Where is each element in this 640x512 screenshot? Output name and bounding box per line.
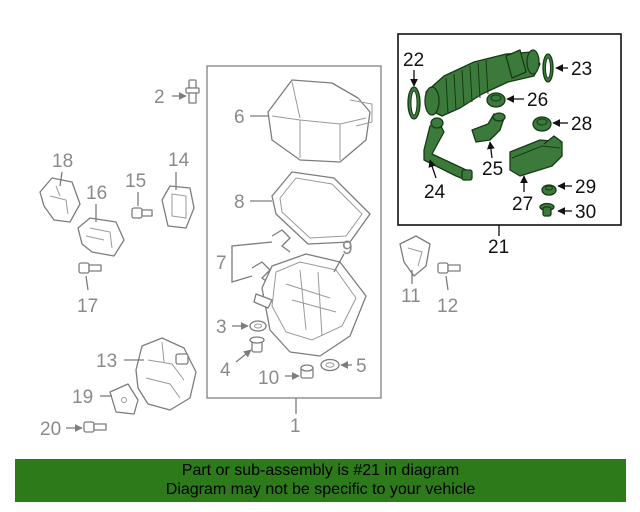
part-10-nut[interactable]: [300, 364, 314, 379]
callout-6: 6: [234, 107, 245, 128]
part-2-bolt[interactable]: [185, 79, 200, 104]
callout-21: 21: [488, 237, 509, 258]
callout-23: 23: [571, 59, 592, 80]
part-28-cap[interactable]: [532, 116, 552, 132]
part-18-bracket[interactable]: [39, 177, 81, 223]
callout-28: 28: [571, 114, 592, 135]
part-6-upper-cover[interactable]: [267, 79, 373, 163]
callout-18: 18: [52, 151, 73, 172]
part-4-bolt[interactable]: [249, 336, 265, 353]
callout-27: 27: [512, 194, 533, 215]
callout-16: 16: [86, 183, 107, 204]
part-22-clamp[interactable]: [407, 86, 421, 120]
part-14-bracket[interactable]: [161, 185, 195, 229]
callout-3: 3: [216, 317, 227, 338]
callout-24: 24: [424, 182, 446, 203]
callout-26: 26: [527, 90, 548, 111]
callout-11: 11: [401, 286, 421, 307]
banner-line-2: Diagram may not be specific to your vehi…: [165, 481, 476, 498]
intake-duct[interactable]: [424, 49, 541, 117]
part-19-bracket[interactable]: [109, 383, 139, 415]
part-3-grommet[interactable]: [249, 320, 267, 332]
part-12-bolt[interactable]: [437, 262, 461, 274]
callout-15: 15: [125, 171, 146, 192]
part-15-bolt[interactable]: [131, 207, 153, 219]
part-30-pin[interactable]: [539, 202, 555, 217]
assembly-frame-1: [206, 65, 382, 399]
part-13-resonator[interactable]: [135, 337, 197, 411]
callout-30: 30: [575, 202, 596, 223]
part-23-clamp[interactable]: [542, 53, 554, 83]
info-banner: Part or sub-assembly is #21 in diagram D…: [15, 459, 626, 502]
banner-line-1: Part or sub-assembly is #21 in diagram: [181, 462, 460, 479]
callout-1: 1: [290, 416, 301, 437]
callout-22: 22: [403, 50, 424, 71]
callout-2: 2: [154, 87, 165, 108]
part-27-intake-box[interactable]: [509, 135, 563, 177]
callout-19: 19: [72, 387, 93, 408]
callout-20: 20: [40, 419, 61, 440]
part-16-bracket[interactable]: [77, 217, 125, 257]
part-29-grommet[interactable]: [541, 184, 557, 196]
callout-17: 17: [77, 296, 98, 317]
callout-4: 4: [220, 360, 231, 381]
callout-29: 29: [575, 177, 596, 198]
part-20-bolt[interactable]: [83, 421, 107, 433]
part-24-tube[interactable]: [423, 117, 473, 181]
callout-9: 9: [342, 238, 353, 259]
callout-7: 7: [216, 253, 227, 274]
callout-8: 8: [234, 192, 245, 213]
part-7-clips[interactable]: [251, 229, 291, 285]
part-25-hose[interactable]: [471, 112, 506, 143]
part-5-grommet[interactable]: [320, 358, 340, 372]
callout-10: 10: [258, 368, 279, 389]
subassembly-frame-21[interactable]: [397, 33, 622, 226]
part-26-cap[interactable]: [486, 92, 506, 108]
callout-12: 12: [437, 296, 458, 317]
part-11-bracket[interactable]: [399, 235, 431, 277]
callout-13: 13: [96, 351, 117, 372]
callout-5: 5: [356, 356, 367, 377]
part-17-bolt[interactable]: [78, 262, 102, 274]
part-8-filter-element[interactable]: [271, 171, 371, 245]
part-9-lower-housing[interactable]: [253, 253, 367, 357]
callout-14: 14: [168, 150, 190, 171]
callout-25: 25: [482, 159, 503, 180]
